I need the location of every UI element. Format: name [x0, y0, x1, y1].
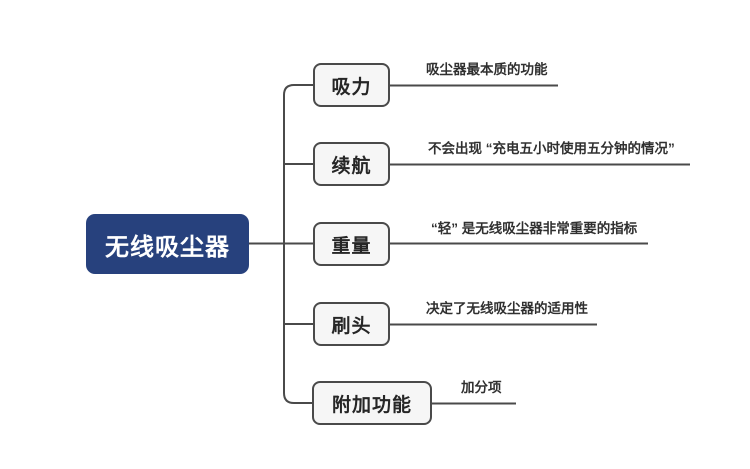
root-node-label: 无线吸尘器 — [105, 233, 230, 261]
branch-label: 刷头 — [331, 315, 372, 337]
root-node[interactable]: 无线吸尘器 — [86, 214, 249, 274]
branch-label: 吸力 — [331, 76, 372, 98]
branch-node-extra-features[interactable]: 附加功能 — [312, 381, 432, 425]
note-node-brush-head[interactable]: 决定了无线吸尘器的适用性 — [426, 301, 588, 316]
branch-node-brush-head[interactable]: 刷头 — [313, 302, 390, 346]
connector-branch-suction — [283, 84, 313, 96]
branch-node-battery-life[interactable]: 续航 — [313, 142, 390, 186]
branch-label: 重量 — [331, 235, 372, 257]
branch-node-weight[interactable]: 重量 — [313, 222, 390, 266]
note-node-weight[interactable]: “轻” 是无线吸尘器非常重要的指标 — [431, 221, 638, 236]
branch-label: 附加功能 — [331, 394, 412, 416]
branch-node-suction[interactable]: 吸力 — [313, 63, 390, 107]
branch-label: 续航 — [331, 155, 372, 177]
connector-branch-extra — [283, 392, 312, 404]
note-node-battery-life[interactable]: 不会出现 “充电五小时使用五分钟的情况” — [428, 141, 675, 156]
note-node-extra-features[interactable]: 加分项 — [461, 380, 502, 395]
note-node-suction[interactable]: 吸尘器最本质的功能 — [426, 62, 548, 77]
